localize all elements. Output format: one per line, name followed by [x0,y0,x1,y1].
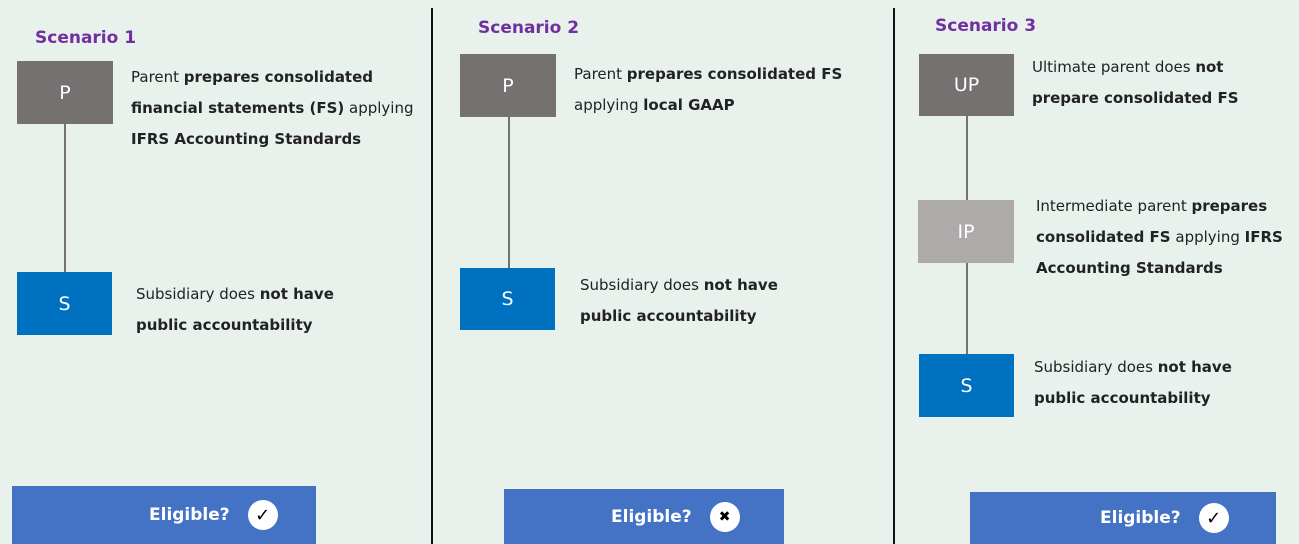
scenario-2-subsidiary-box: S [460,268,555,330]
scenario-1-subsidiary-box: S [17,272,112,335]
scenario-1-subsidiary-description: Subsidiary does not have public accounta… [136,285,334,334]
divider-left [431,8,433,544]
scenario-2-parent-box: P [460,54,556,117]
scenario-1-parent-description: Parent prepares consolidated financial s… [131,68,414,148]
scenario-3-intermediate-parent-description: Intermediate parent prepares consolidate… [1036,197,1283,277]
scenario-2-subsidiary-description: Subsidiary does not have public accounta… [580,276,778,325]
check-icon: ✓ [247,500,278,530]
scenario-1-parent-box: P [17,61,113,124]
check-icon: ✓ [1198,503,1229,533]
scenario-1-eligible-bar: Eligible? ✓ [12,486,316,544]
scenario-3-connector-upper [966,116,968,200]
scenario-3-connector-lower [966,263,968,354]
scenario-1-connector [64,124,66,272]
divider-right [893,8,895,544]
scenario-2-parent-description: Parent prepares consolidated FS applying… [574,65,843,114]
scenario-2-eligible-bar: Eligible? ✖ [504,489,784,544]
scenario-1-title: Scenario 1 [35,28,137,48]
scenario-2-connector [508,117,510,268]
scenario-2-title: Scenario 2 [478,18,580,38]
scenario-3-eligible-bar: Eligible? ✓ [970,492,1276,544]
scenario-3-subsidiary-description: Subsidiary does not have public accounta… [1034,358,1232,407]
scenario-2-eligible-label: Eligible? [611,506,692,527]
scenario-3-title: Scenario 3 [935,16,1037,36]
scenario-3-ultimate-parent-box: UP [919,54,1014,116]
scenario-3-intermediate-parent-box: IP [918,200,1014,263]
scenario-3-ultimate-parent-description: Ultimate parent does not prepare consoli… [1032,58,1239,107]
scenario-3-eligible-label: Eligible? [1100,508,1181,528]
scenario-3-subsidiary-box: S [919,354,1014,417]
scenario-1-eligible-label: Eligible? [149,505,230,525]
cross-icon: ✖ [709,501,740,532]
